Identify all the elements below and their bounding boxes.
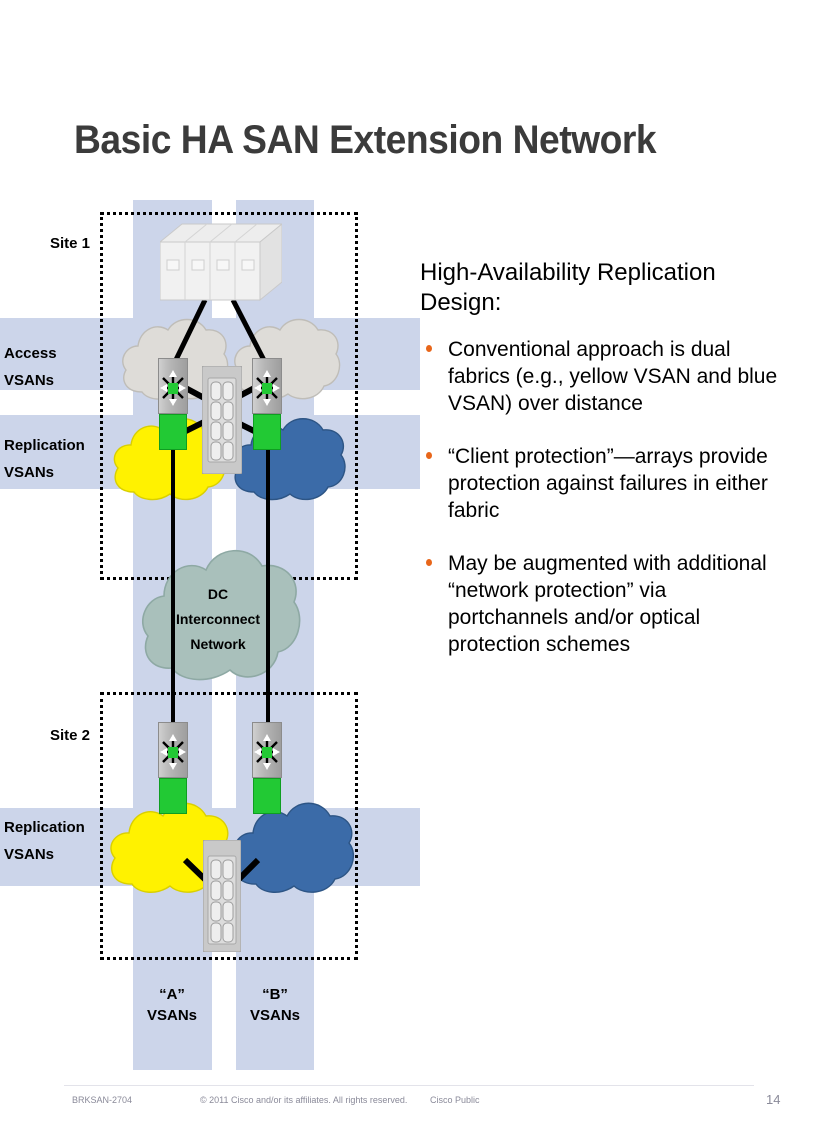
storage-array-site1 (158, 222, 284, 309)
site-2-boundary (100, 692, 358, 960)
switch-green-module (253, 778, 281, 814)
footer-divider (64, 1085, 754, 1086)
switch-star-icon (160, 370, 186, 406)
dc-interconnect-cloud (138, 530, 304, 690)
footer-page-number: 14 (766, 1092, 781, 1107)
dc-interconnect-label: DC Interconnect Network (158, 582, 278, 657)
disk-array-site2 (202, 839, 242, 957)
footer-session-code: BRKSAN-2704 (72, 1095, 133, 1105)
dc-label-line-2: Interconnect (175, 611, 260, 627)
bullet-list: Conventional approach is dual fabrics (e… (420, 336, 788, 658)
slide-footer: BRKSAN-2704 © 2011 Cisco and/or its affi… (0, 1092, 816, 1112)
mds-switch-site1-fabric-b (252, 358, 282, 450)
content-heading: High-Availability Replication Design: (420, 259, 716, 316)
mds-switch-site2-fabric-b (252, 722, 282, 814)
site-1-label: Site 1 (49, 235, 90, 252)
blue-vsan-cloud-site1 (228, 408, 350, 504)
vsan-a-line-1: “A” (159, 986, 185, 1003)
bullet-item-3: May be augmented with additional “networ… (420, 550, 788, 658)
access-vsans-label: Access VSANs (4, 340, 124, 394)
dc-label-line-3: Network (190, 636, 246, 652)
replication-vsans-site2-label: Replication VSANs (4, 814, 124, 868)
switch-green-module (253, 414, 281, 450)
vsan-b-line-1: “B” (262, 986, 288, 1003)
access-cloud-right (230, 308, 342, 404)
replication-vsans-1-line-2: VSANs (4, 464, 55, 481)
bullet-item-2: “Client protection”—arrays provide prote… (420, 443, 788, 524)
replication-vsans-2-line-2: VSANs (4, 846, 55, 863)
vsan-a-label: “A” VSANs (132, 984, 212, 1026)
content-column: High-Availability Replication Design: Co… (420, 258, 788, 684)
footer-copyright: © 2011 Cisco and/or its affiliates. All … (200, 1095, 408, 1105)
bullet-dot-icon (426, 452, 432, 459)
page-title: Basic HA SAN Extension Network (74, 118, 657, 162)
mds-switch-site2-fabric-a (158, 722, 188, 814)
bullet-dot-icon (426, 345, 432, 352)
vsan-a-line-2: VSANs (146, 1007, 198, 1024)
bullet-text-1: Conventional approach is dual fabrics (e… (448, 338, 778, 415)
mds-switch-site1-fabric-a (158, 358, 188, 450)
switch-star-icon (160, 734, 186, 770)
disk-array-site1 (201, 365, 243, 479)
footer-classification: Cisco Public (430, 1095, 480, 1105)
vsan-b-line-2: VSANs (249, 1007, 301, 1024)
replication-vsans-2-line-1: Replication (4, 819, 85, 836)
access-vsans-line-1: Access (4, 345, 57, 362)
blue-vsan-cloud-site2 (228, 792, 358, 898)
vsan-b-label: “B” VSANs (235, 984, 315, 1026)
replication-vsans-site1-label: Replication VSANs (4, 432, 124, 486)
switch-star-icon (254, 370, 280, 406)
switch-green-module (159, 778, 187, 814)
network-diagram: DC Interconnect Network (0, 200, 420, 1070)
bullet-item-1: Conventional approach is dual fabrics (e… (420, 336, 788, 417)
bullet-text-3: May be augmented with additional “networ… (448, 552, 767, 656)
access-vsans-line-2: VSANs (4, 372, 55, 389)
switch-star-icon (254, 734, 280, 770)
site-2-label: Site 2 (49, 727, 90, 744)
dc-label-line-1: DC (207, 586, 229, 602)
replication-vsans-1-line-1: Replication (4, 437, 85, 454)
bullet-dot-icon (426, 559, 432, 566)
bullet-text-2: “Client protection”—arrays provide prote… (448, 445, 768, 522)
switch-green-module (159, 414, 187, 450)
